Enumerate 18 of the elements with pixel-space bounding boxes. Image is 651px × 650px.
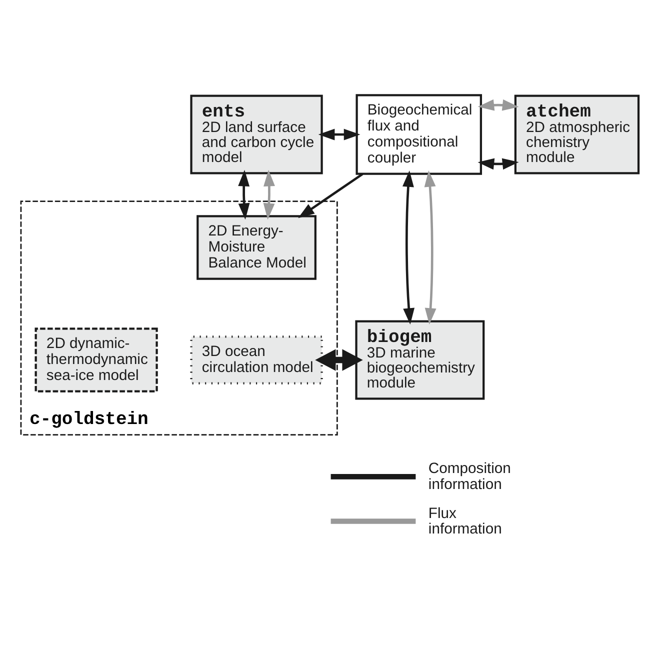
legend-label: Flux information xyxy=(428,505,502,538)
node-box: Biogeochemical flux and compositional coupler xyxy=(356,94,482,174)
arrow xyxy=(263,169,275,220)
node-box: atchem 2D atmospheric chemistry module xyxy=(514,94,640,174)
arrow xyxy=(478,98,519,110)
arrow xyxy=(298,172,364,218)
arrow xyxy=(424,170,436,324)
arrow xyxy=(402,170,415,324)
arrow xyxy=(478,158,519,170)
arrow xyxy=(318,128,360,140)
arrow xyxy=(315,348,363,370)
node-box: 2D Energy-Moisture Balance Model xyxy=(196,214,316,280)
legend-label: Composition information xyxy=(428,460,511,493)
arrow xyxy=(238,169,250,220)
node-box: 2D dynamic-thermodynamic sea-ice model xyxy=(34,327,158,392)
node-box: 3D ocean circulation model xyxy=(190,335,323,384)
node-box: ents 2D land surface and carbon cycle model xyxy=(190,94,323,174)
node-box: biogem 3D marine biogeochemistry module xyxy=(355,320,485,400)
